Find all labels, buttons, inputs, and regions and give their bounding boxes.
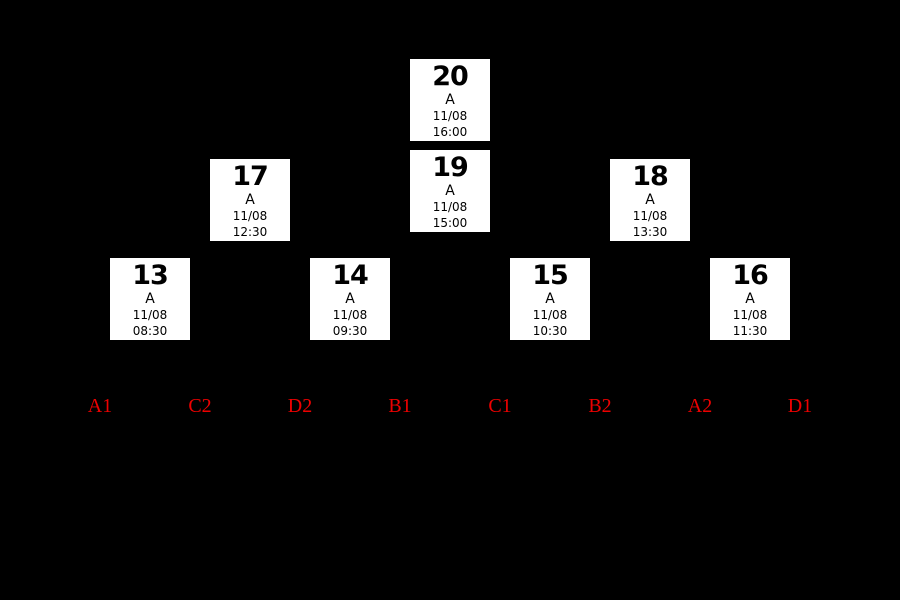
match-number: 19	[432, 152, 469, 183]
match-group-letter: A	[445, 92, 455, 108]
match-number: 14	[332, 260, 369, 291]
match-box-19: 19 A 11/08 15:00	[410, 150, 490, 232]
match-group-letter: A	[245, 192, 255, 208]
slot-label-C1: C1	[488, 395, 512, 417]
match-date: 11/08	[532, 308, 568, 322]
match-date: 11/08	[332, 308, 368, 322]
match-number: 17	[232, 161, 269, 192]
match-date: 11/08	[432, 109, 468, 123]
match-date: 11/08	[232, 209, 268, 223]
match-group-letter: A	[345, 291, 355, 307]
match-date: 11/08	[632, 209, 668, 223]
slot-label-D1: D1	[787, 395, 813, 417]
match-time: 15:00	[432, 216, 468, 230]
match-box-15: 15 A 11/08 10:30	[510, 258, 590, 340]
match-time: 11:30	[732, 324, 768, 338]
match-date: 11/08	[132, 308, 168, 322]
match-group-letter: A	[145, 291, 155, 307]
match-group-letter: A	[745, 291, 755, 307]
slot-label-B2: B2	[588, 395, 612, 417]
match-time: 12:30	[232, 225, 268, 239]
match-time: 16:00	[432, 125, 468, 139]
match-date: 11/08	[432, 200, 468, 214]
match-number: 16	[732, 260, 769, 291]
slot-label-A1: A1	[87, 395, 113, 417]
match-time: 13:30	[632, 225, 668, 239]
match-date: 11/08	[732, 308, 768, 322]
slot-label-D2: D2	[287, 395, 313, 417]
match-number: 13	[132, 260, 169, 291]
match-group-letter: A	[545, 291, 555, 307]
slot-label-C2: C2	[188, 395, 212, 417]
slot-label-B1: B1	[388, 395, 412, 417]
match-number: 18	[632, 161, 669, 192]
match-box-13: 13 A 11/08 08:30	[110, 258, 190, 340]
slot-label-A2: A2	[687, 395, 713, 417]
match-number: 20	[432, 61, 469, 92]
match-box-16: 16 A 11/08 11:30	[710, 258, 790, 340]
match-group-letter: A	[645, 192, 655, 208]
match-time: 08:30	[132, 324, 168, 338]
match-number: 15	[532, 260, 569, 291]
match-box-14: 14 A 11/08 09:30	[310, 258, 390, 340]
match-time: 10:30	[532, 324, 568, 338]
match-box-18: 18 A 11/08 13:30	[610, 159, 690, 241]
match-box-20: 20 A 11/08 16:00	[410, 59, 490, 141]
match-box-17: 17 A 11/08 12:30	[210, 159, 290, 241]
match-group-letter: A	[445, 183, 455, 199]
match-time: 09:30	[332, 324, 368, 338]
